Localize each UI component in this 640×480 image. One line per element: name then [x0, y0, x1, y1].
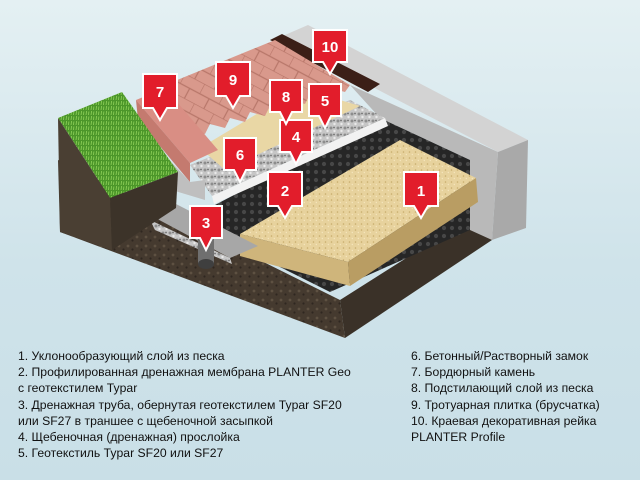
legend-item-5: 5. Геотекстиль Typar SF20 или SF27 [18, 446, 224, 461]
grass-top [58, 92, 178, 198]
legend-item-10: 10. Краевая декоративная рейка PLANTER P… [411, 413, 597, 445]
paving-surface [165, 40, 350, 134]
legend-item-1: 1. Уклонообразующий слой из песка [18, 349, 225, 363]
marker-7: 7 [142, 73, 178, 122]
marker-2: 2 [267, 171, 303, 220]
marker-label-5: 5 [321, 93, 329, 110]
sand-slope-front [240, 234, 350, 286]
marker-8: 8 [269, 79, 303, 127]
curb-stone-front [136, 100, 190, 182]
marker-label-7: 7 [156, 84, 164, 101]
legend-item-4: 4. Щебеночная (дренажная) прослойка [18, 430, 240, 445]
marker-5: 5 [308, 83, 342, 131]
marker-label-10: 10 [322, 39, 339, 56]
marker-label-8: 8 [282, 89, 290, 106]
legend-left-column: 1. Уклонообразующий слой из песка 2. Про… [18, 348, 398, 461]
concrete-wall-side [492, 140, 528, 240]
sand-slope-side [348, 178, 478, 286]
marker-4: 4 [279, 119, 313, 167]
grass-soil-side [110, 172, 178, 250]
layer-cross-section-illustration: 1 2 3 4 5 6 7 8 9 10 [58, 25, 528, 338]
sand-slope-layer [240, 140, 476, 262]
legend-item-9: 9. Тротуарная плитка (брусчатка) [411, 397, 600, 412]
marker-10: 10 [312, 29, 348, 76]
legend-item-7: 7. Бордюрный камень [411, 365, 536, 380]
marker-label-6: 6 [236, 147, 244, 164]
marker-9: 9 [215, 61, 251, 110]
legend-item-2: 2. Профилированная дренажная мембрана PL… [18, 365, 351, 396]
marker-label-3: 3 [202, 215, 210, 232]
soil-right [340, 205, 492, 338]
legend-item-6: 6. Бетонный/Растворный замок [411, 349, 589, 363]
marker-3: 3 [189, 205, 223, 253]
marker-label-4: 4 [292, 129, 301, 146]
grass-soil-front [58, 118, 112, 250]
legend-item-3: 3. Дренажная труба, обернутая геотекстил… [18, 397, 342, 428]
legend-right-column: 6. Бетонный/Растворный замок 7. Бордюрны… [411, 348, 633, 445]
marker-label-9: 9 [229, 72, 237, 89]
marker-6: 6 [223, 137, 257, 185]
concrete-wall-face [350, 85, 498, 240]
marker-1: 1 [403, 171, 439, 220]
geotextile-line [212, 118, 388, 204]
legend-item-8: 8. Подстилающий слой из песка [411, 381, 594, 396]
marker-label-1: 1 [417, 183, 425, 200]
marker-label-2: 2 [281, 183, 289, 200]
